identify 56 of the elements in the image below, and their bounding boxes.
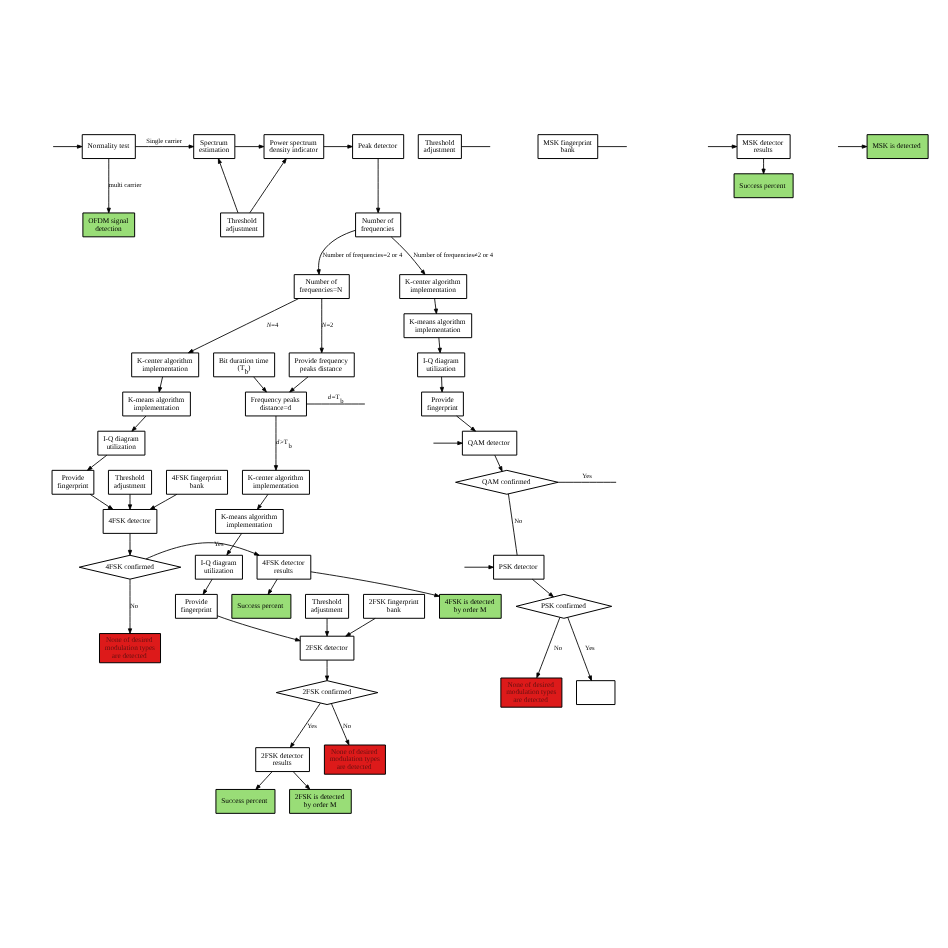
connector — [597, 146, 628, 148]
arrow — [464, 565, 494, 570]
arrow — [145, 542, 260, 560]
arrow — [536, 617, 561, 679]
arrow — [253, 376, 267, 393]
arrow — [837, 144, 868, 149]
arrow — [267, 578, 278, 595]
arrow — [289, 702, 321, 748]
arrow — [131, 415, 147, 432]
arrow — [433, 298, 438, 315]
arrow — [127, 578, 133, 634]
arrow — [439, 376, 444, 393]
connector — [507, 493, 518, 556]
arrow — [390, 236, 426, 275]
arrow — [249, 158, 287, 214]
arrow — [255, 771, 273, 790]
arrow — [345, 617, 376, 637]
arrow — [325, 659, 330, 681]
arrow — [289, 376, 309, 393]
arrow — [494, 454, 503, 472]
arrow — [761, 158, 766, 175]
arrow — [531, 578, 554, 598]
arrow — [127, 493, 133, 510]
arrow — [149, 493, 178, 510]
arrow — [226, 533, 242, 556]
arrow — [433, 441, 463, 446]
arrow — [456, 415, 476, 432]
arrow — [316, 229, 356, 275]
node-box — [576, 680, 616, 706]
arrow — [216, 615, 301, 642]
arrow — [273, 415, 278, 471]
arrow — [134, 144, 195, 149]
arrow — [376, 158, 381, 214]
arrow — [330, 703, 350, 746]
arrow — [187, 298, 300, 354]
arrow — [567, 617, 592, 682]
arrow — [52, 144, 83, 149]
arrow — [127, 533, 133, 556]
connector — [306, 403, 366, 405]
connector — [461, 146, 491, 148]
arrow — [106, 158, 111, 214]
arrow — [437, 337, 442, 354]
arrow — [87, 454, 108, 471]
arrow — [310, 571, 440, 598]
arrow — [217, 158, 239, 214]
arrow — [234, 144, 265, 149]
arrow — [292, 771, 311, 790]
arrow — [202, 578, 213, 595]
arrow — [325, 618, 330, 637]
arrow — [323, 144, 353, 149]
arrow — [256, 493, 269, 510]
arrow — [158, 376, 163, 393]
arrow — [89, 493, 114, 510]
connector — [557, 481, 617, 483]
arrow — [707, 144, 738, 149]
arrow — [319, 298, 324, 354]
